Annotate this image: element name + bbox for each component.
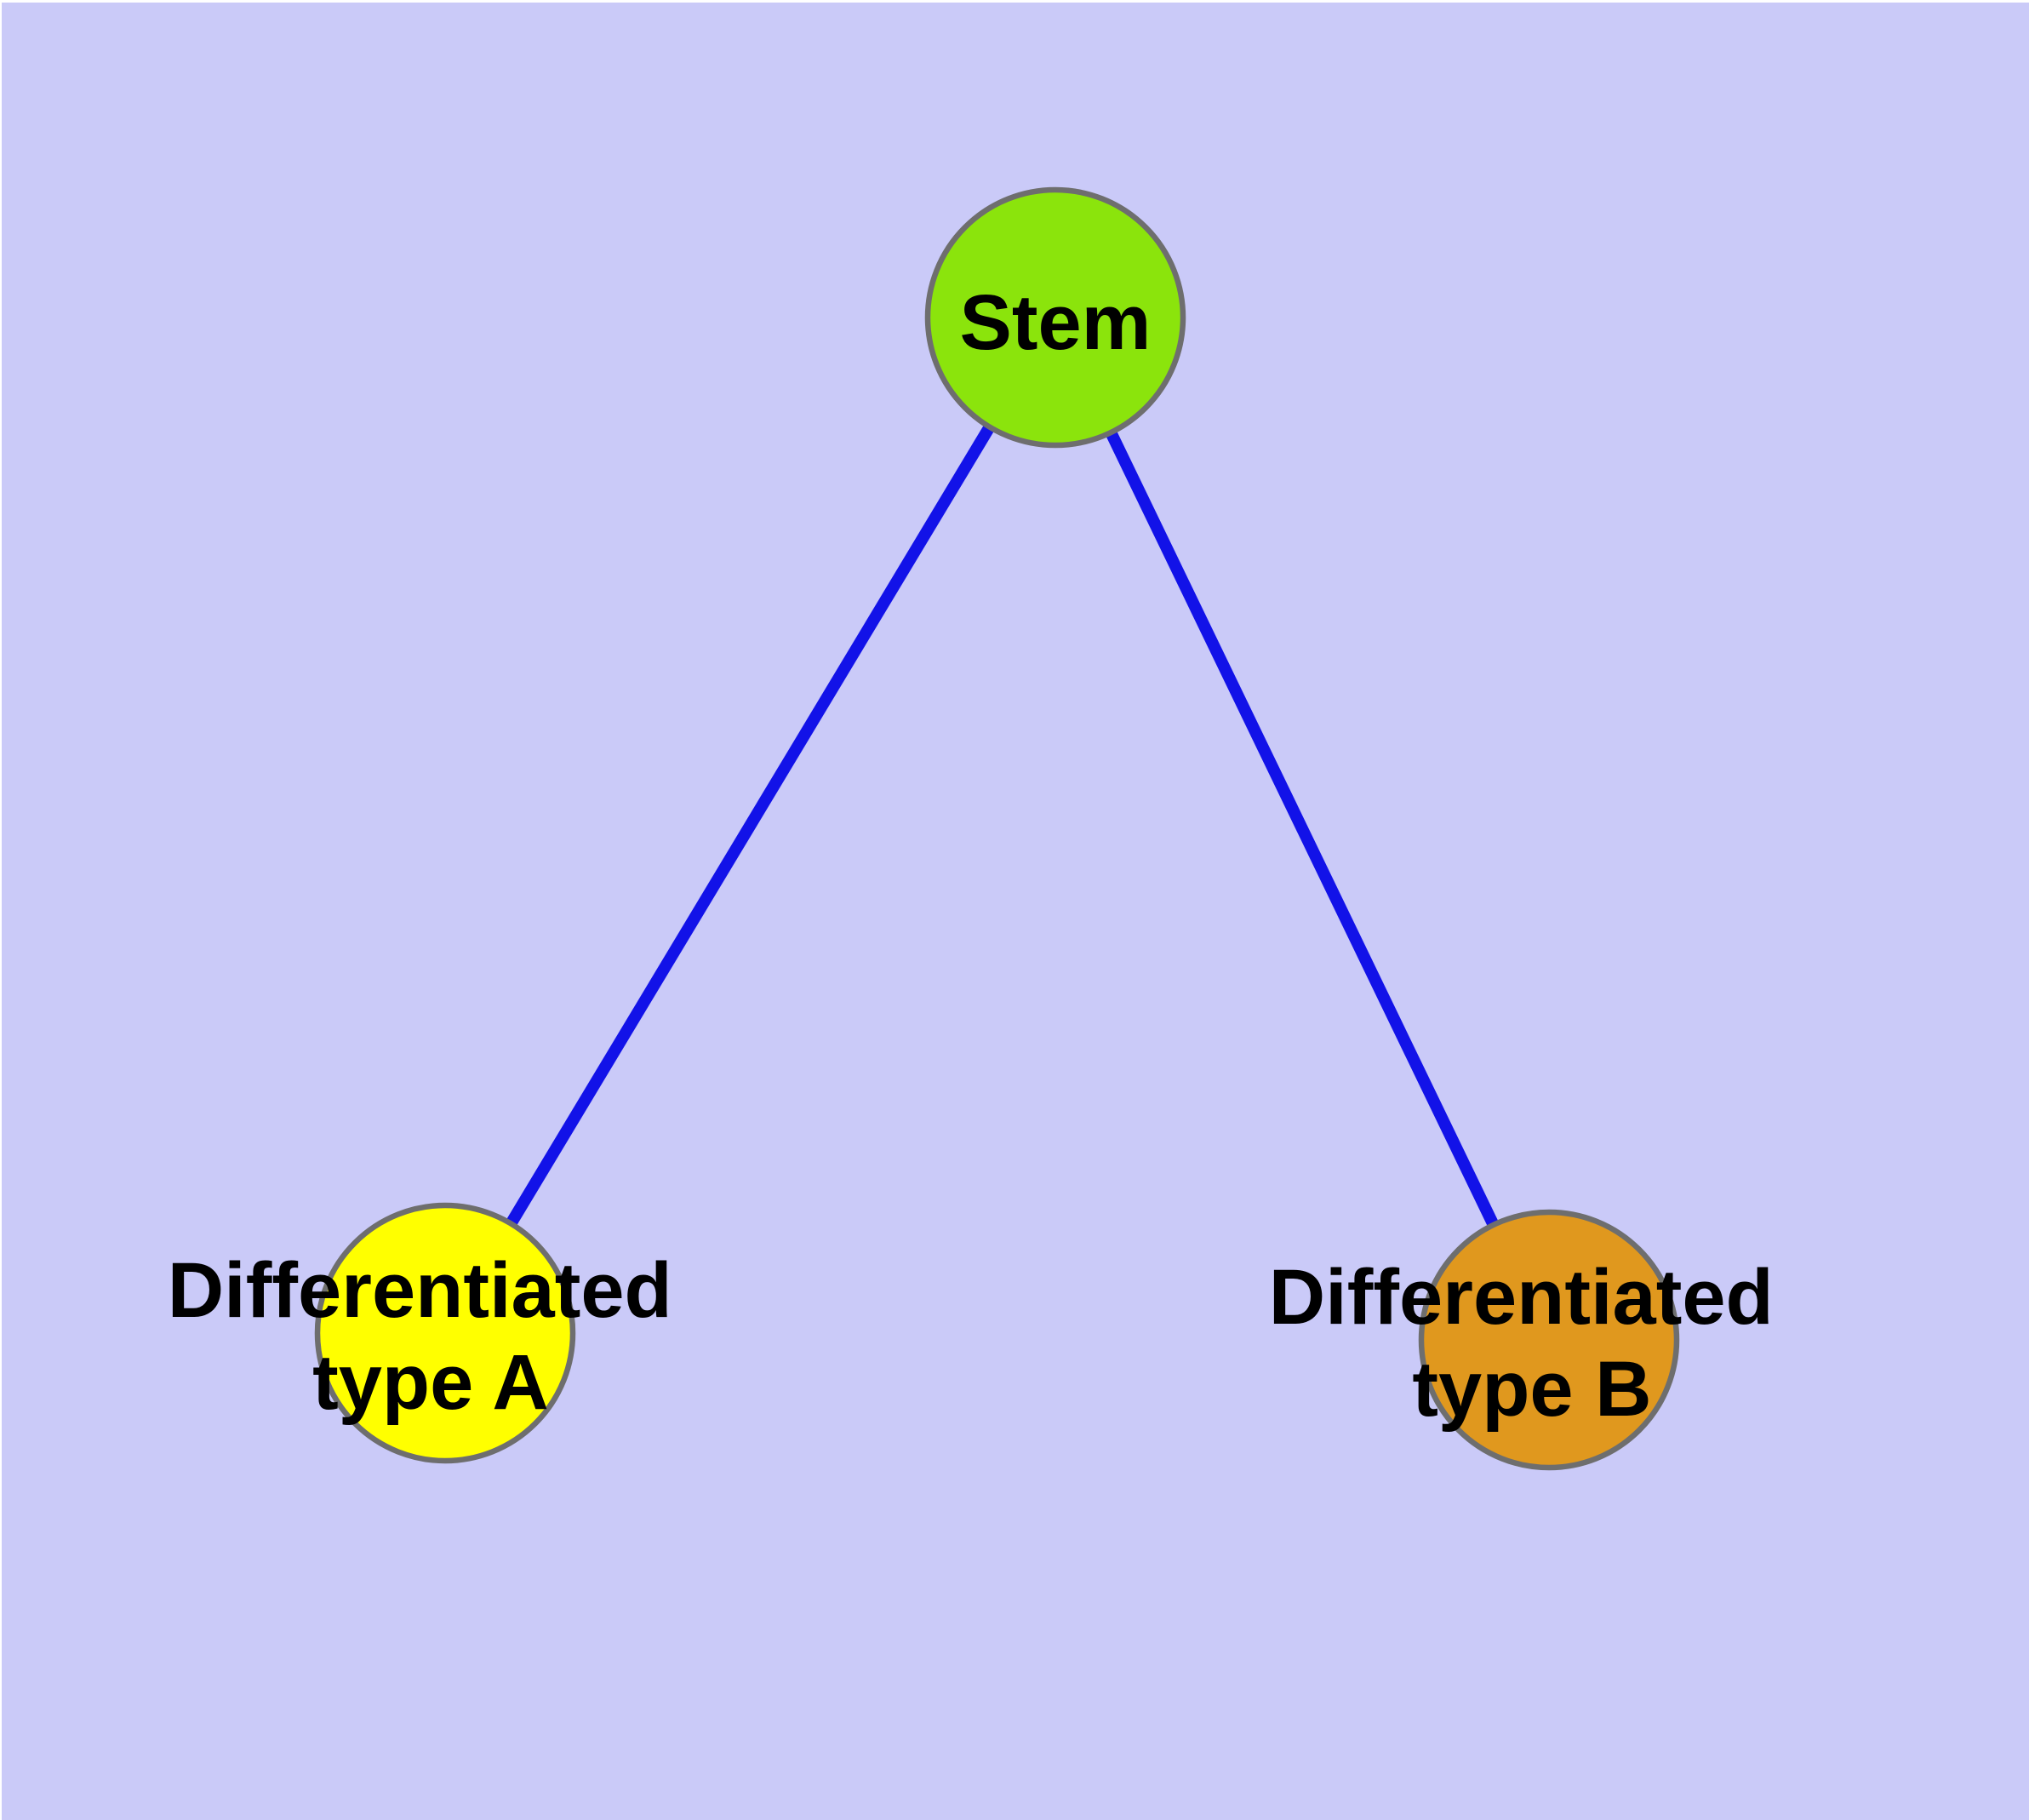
edge-stem-to-type-a: [440, 314, 1060, 1336]
node-stem-circle: [924, 186, 1186, 449]
node-stem-label: Stem: [960, 279, 1152, 366]
node-type-b-label-line1: Differentiated: [1269, 1254, 1774, 1341]
node-type-a-label-line1: Differentiated: [168, 1247, 672, 1334]
edge-stem-to-type-b: [1049, 314, 1555, 1343]
node-type-a-label: Differentiated type A: [168, 1247, 694, 1426]
node-type-b-label: Differentiated type B: [1269, 1254, 1796, 1433]
node-type-a-circle: [314, 1202, 576, 1464]
node-type-a-label-line2: type A: [312, 1339, 549, 1426]
node-type-b-circle: [1418, 1209, 1680, 1471]
node-type-b-label-line2: type B: [1412, 1346, 1651, 1433]
